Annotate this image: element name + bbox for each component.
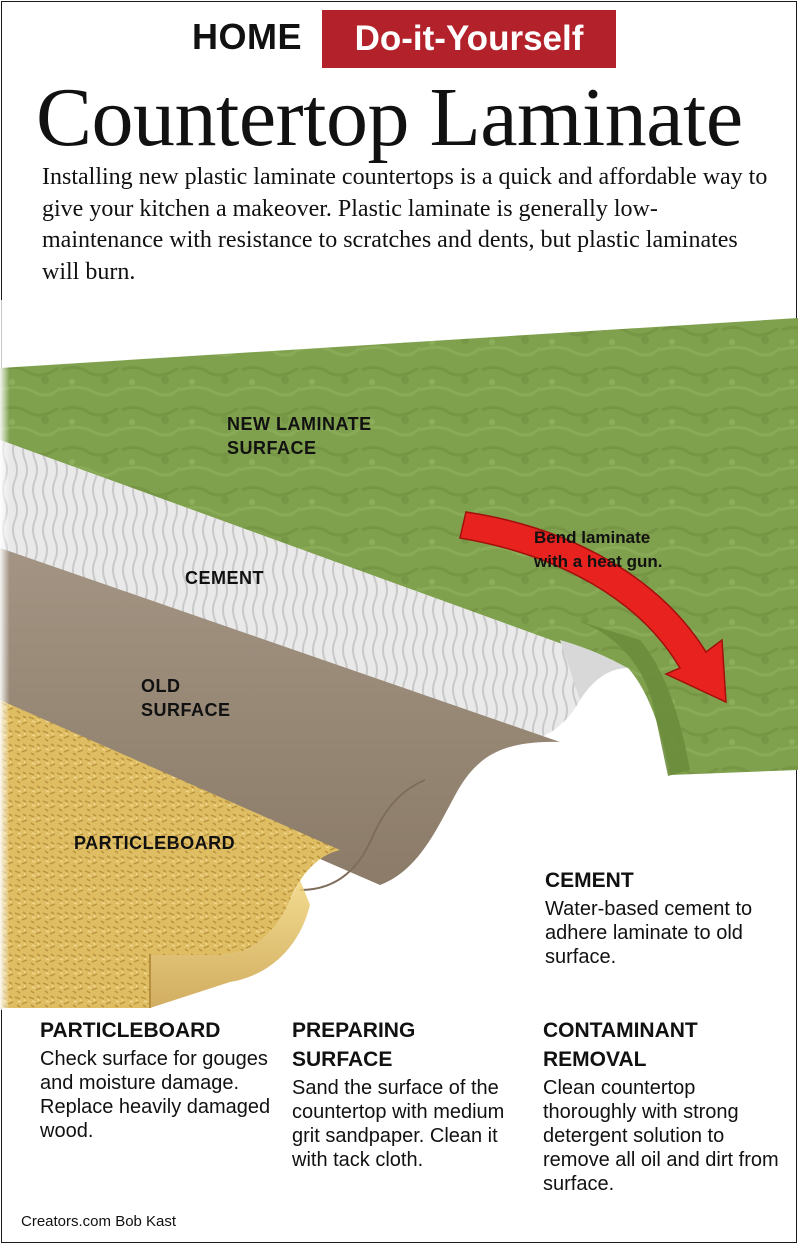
preparing-info-body: Sand the surface of the countertop with … — [292, 1077, 505, 1171]
label-old-surface: OLD SURFACE — [141, 676, 231, 720]
preparing-info-title: PREPARING SURFACE — [292, 1019, 416, 1071]
contaminant-info-body: Clean countertop thoroughly with strong … — [543, 1077, 779, 1195]
bend-arrow — [459, 511, 727, 704]
section-badge: Do-it-Yourself — [322, 10, 616, 68]
cement-info-body: Water-based cement to adhere laminate to… — [545, 898, 753, 968]
home-label: HOME — [192, 16, 302, 57]
particleboard-info-title: PARTICLEBOARD — [40, 1019, 221, 1042]
intro-text: Installing new plastic laminate countert… — [42, 164, 768, 285]
particleboard-info-body: Check surface for gouges and moisture da… — [40, 1048, 271, 1142]
left-fade — [0, 300, 120, 1010]
page-title: Countertop Laminate — [36, 71, 743, 164]
particleboard-edge — [150, 880, 310, 1008]
credit-line: Creators.com Bob Kast — [21, 1213, 177, 1230]
label-new-laminate: NEW LAMINATE SURFACE — [227, 414, 372, 458]
old-surface-layer — [0, 548, 560, 885]
contaminant-info-title: CONTAMINANT REMOVAL — [543, 1019, 698, 1071]
header: HOME Do-it-Yourself — [0, 6, 800, 68]
label-particleboard: PARTICLEBOARD — [74, 833, 236, 853]
cement-info-title: CEMENT — [545, 869, 634, 892]
countertop-illustration — [0, 300, 798, 1010]
laminate-curl — [575, 620, 690, 776]
label-cement: CEMENT — [185, 568, 264, 588]
arrow-note: Bend laminate with a heat gun. — [534, 528, 663, 571]
cement-layer — [0, 440, 628, 742]
laminate-sheet — [0, 318, 798, 775]
